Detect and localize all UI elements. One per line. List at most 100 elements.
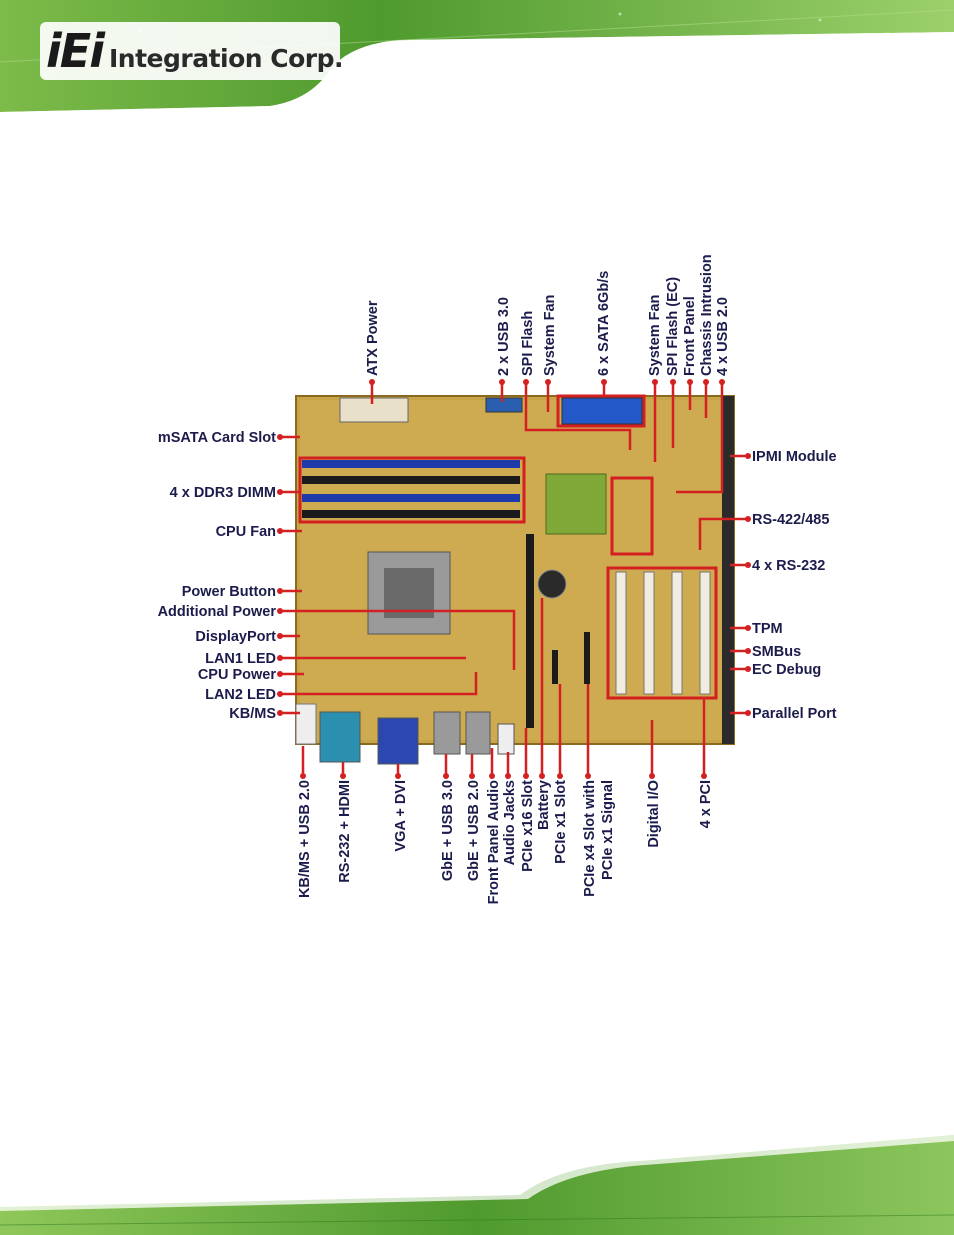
label-atx-power: ATX Power [365, 300, 381, 376]
label-4x-usb2: 4 x USB 2.0 [715, 297, 731, 376]
leader-arrow-tip [277, 671, 283, 677]
rs232-hdmi-port [319, 711, 361, 763]
label-rs232-hdmi: RS-232 + HDMI [337, 780, 353, 883]
sata-highlight [556, 394, 646, 428]
leader-arrow-tip [489, 773, 495, 779]
leader-arrow-tip [523, 379, 529, 385]
right-labels: IPMI Module RS-422/485 4 x RS-232 TPM SM… [752, 449, 837, 722]
leader-line [280, 672, 478, 696]
dimm-3 [302, 494, 520, 502]
leader-arrow-tip [277, 608, 283, 614]
iei-logo: iEi Integration Corp. [46, 28, 344, 74]
battery [537, 569, 567, 599]
rear-edge-connectors [722, 396, 734, 744]
leader-arrow-tip [652, 379, 658, 385]
leader-arrow-tip [277, 633, 283, 639]
pci-highlight [606, 566, 718, 700]
label-system-fan-1: System Fan [542, 295, 558, 376]
pci-slot-2 [643, 571, 655, 695]
label-msata-card-slot: mSATA Card Slot [158, 430, 276, 446]
leader-arrow-tip [539, 773, 545, 779]
label-cpu-fan: CPU Fan [216, 524, 276, 540]
footer-green-banner [0, 1135, 954, 1235]
pcie-x1-slot [552, 650, 558, 684]
leader-arrow-tip [369, 379, 375, 385]
leader-arrow-tip [703, 379, 709, 385]
page-header: iEi Integration Corp. [0, 0, 954, 112]
atx-power-connector [339, 397, 409, 423]
leader-arrow-tip [499, 379, 505, 385]
leader-arrow-tip [395, 773, 401, 779]
label-pcie-x4-slot: PCIe x4 Slot with [582, 780, 598, 897]
leader-arrow-tip [745, 516, 751, 522]
leader-line [698, 517, 748, 550]
label-power-button: Power Button [182, 584, 276, 600]
leader-line [280, 609, 516, 670]
label-ec-debug: EC Debug [752, 662, 821, 678]
label-4x-rs232: 4 x RS-232 [752, 558, 825, 574]
label-pcie-x16-slot: PCIe x16 Slot [520, 780, 536, 872]
audio-jacks [497, 723, 515, 755]
label-pcie-x1-slot: PCIe x1 Slot [553, 780, 569, 864]
gbe-usb3-port [433, 711, 461, 755]
label-displayport: DisplayPort [195, 629, 276, 645]
leader-arrow-tip [277, 691, 283, 697]
pci-slot-1 [615, 571, 627, 695]
leader-arrow-tip [545, 379, 551, 385]
label-additional-power: Additional Power [158, 604, 277, 620]
top-labels: ATX Power 2 x USB 3.0 SPI Flash System F… [365, 254, 731, 376]
leader-arrow-tip [277, 588, 283, 594]
vga-dvi-port [377, 717, 419, 765]
chipset-heatsink [545, 473, 607, 535]
label-lan1-led: LAN1 LED [205, 651, 276, 667]
leader-arrow-tip [687, 379, 693, 385]
label-kbms: KB/MS [229, 706, 276, 722]
leader-arrow-tip [557, 773, 563, 779]
label-gbe-usb3: GbE + USB 3.0 [440, 780, 456, 881]
dimm-highlight [298, 456, 526, 524]
pcie-x16-slot [526, 534, 534, 728]
label-parallel-port: Parallel Port [752, 706, 837, 722]
pcie-x4-slot [584, 632, 590, 684]
msata-highlight [610, 476, 654, 556]
sata-connectors [561, 397, 643, 425]
label-digital-io: Digital I/O [646, 780, 662, 848]
label-front-panel-audio: Front Panel Audio [486, 780, 502, 904]
dimm-4 [302, 510, 520, 518]
leader-arrow-tip [277, 434, 283, 440]
leader-arrow-tip [701, 773, 707, 779]
label-gbe-usb2: GbE + USB 2.0 [466, 780, 482, 881]
left-labels: mSATA Card Slot 4 x DDR3 DIMM CPU Fan Po… [158, 430, 277, 722]
leader-arrow-tip [505, 773, 511, 779]
label-cpu-power: CPU Power [198, 667, 277, 683]
label-tpm: TPM [752, 621, 783, 637]
label-spi-flash-ec: SPI Flash (EC) [665, 277, 681, 376]
label-4x-ddr3-dimm: 4 x DDR3 DIMM [170, 485, 276, 501]
leader-arrow-tip [649, 773, 655, 779]
gbe-usb2-port [465, 711, 491, 755]
label-audio-jacks: Audio Jacks [502, 780, 518, 865]
leader-arrow-tip [719, 379, 725, 385]
company-name: Integration Corp. [108, 44, 344, 73]
label-6x-sata: 6 x SATA 6Gb/s [596, 271, 612, 376]
leader-arrow-tip [277, 710, 283, 716]
leader-arrow-tip [745, 453, 751, 459]
label-spi-flash: SPI Flash [520, 311, 536, 376]
leader-line [676, 382, 724, 494]
label-pcie-x1-signal: PCIe x1 Signal [600, 780, 616, 880]
label-rs422-485: RS-422/485 [752, 512, 829, 528]
leader-lines [277, 379, 751, 779]
bottom-labels: KB/MS + USB 2.0 RS-232 + HDMI VGA + DVI … [297, 780, 714, 904]
label-system-fan-2: System Fan [647, 295, 663, 376]
pci-slot-3 [671, 571, 683, 695]
leader-arrow-tip [523, 773, 529, 779]
pci-slot-4 [699, 571, 711, 695]
motherboard [295, 394, 735, 765]
label-kbms-usb2: KB/MS + USB 2.0 [297, 780, 313, 898]
page-footer [0, 1135, 954, 1235]
label-ipmi-module: IPMI Module [752, 449, 837, 465]
leader-line [524, 382, 632, 450]
leader-arrow-tip [745, 666, 751, 672]
leader-arrow-tip [277, 528, 283, 534]
